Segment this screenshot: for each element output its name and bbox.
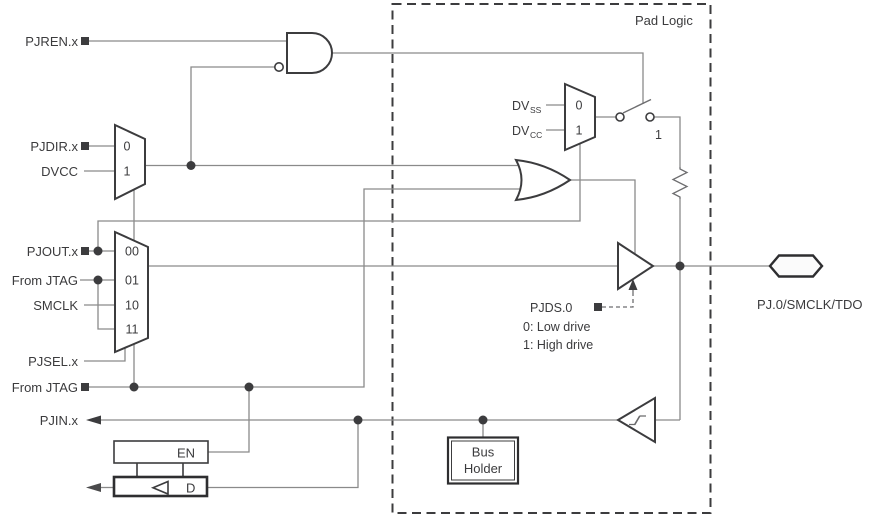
out-mux-input-01: 01 xyxy=(125,274,139,288)
junction-dot-pjout xyxy=(93,246,103,256)
label-pjsel: PJSEL.x xyxy=(28,354,78,369)
label-pjin: PJIN.x xyxy=(40,413,79,428)
pad-hexagon xyxy=(768,254,824,278)
label-pjds-note0: 0: Low drive xyxy=(523,320,590,334)
wire-switch-to-resistor xyxy=(654,116,681,167)
or-gate xyxy=(514,158,572,202)
junction-dot-fromjtag-select xyxy=(129,382,139,392)
bus-holder-line2: Holder xyxy=(464,461,503,476)
bus-holder-inner-border xyxy=(451,440,515,481)
pjin-arrowhead-icon xyxy=(86,415,101,425)
terminal-square-fromjtag xyxy=(81,383,89,391)
pullup-resistor xyxy=(671,167,689,199)
latch-en-label: EN xyxy=(177,446,195,461)
terminal-square-pjren xyxy=(81,37,89,45)
inverter-bubble-icon xyxy=(273,61,284,72)
label-pjren: PJREN.x xyxy=(25,34,78,49)
pad-name-label: PJ.0/SMCLK/TDO xyxy=(757,297,862,312)
junction-dot-fromjtag-en xyxy=(244,382,254,392)
label-fromjtag-top: From JTAG xyxy=(12,273,78,288)
junction-dot-busholder xyxy=(478,415,488,425)
junction-dot-pad-node xyxy=(675,261,685,271)
junction-dot-pjin-d xyxy=(353,415,363,425)
switch-arm-icon xyxy=(622,98,652,114)
pad-logic-title: Pad Logic xyxy=(635,13,693,28)
wire-and-lower-input xyxy=(190,66,275,166)
label-smclk: SMCLK xyxy=(33,298,78,313)
bus-holder-line1: Bus xyxy=(472,445,495,460)
and-gate xyxy=(286,32,333,74)
wire-en-d-stubs xyxy=(136,463,184,477)
wire-pjout-pullmux-select xyxy=(97,144,581,251)
wire-and-output-switch-control xyxy=(332,52,644,104)
pjds-arrowhead-icon xyxy=(628,279,638,290)
bus-holder-box xyxy=(446,436,520,485)
pull-mux-input-0: 0 xyxy=(576,99,583,113)
wire-fromjtag-to-11 xyxy=(97,280,116,330)
switch-contact-left-icon xyxy=(615,112,625,122)
terminal-square-pjdir xyxy=(81,142,89,150)
label-dvcc-sub: CC xyxy=(530,130,542,140)
junction-dot-dirmux-out xyxy=(186,161,196,170)
label-dvcc-prefix: DV xyxy=(512,124,530,138)
wire-pjsel-select xyxy=(84,348,126,362)
label-dvcc: DVCC xyxy=(41,164,78,179)
dir-mux-input-0: 0 xyxy=(124,140,131,154)
label-pjds: PJDS.0 xyxy=(530,301,572,315)
en-latch-box xyxy=(113,440,209,464)
wire-fromjtag-to-en xyxy=(208,387,250,453)
pjds-dashed-line xyxy=(602,296,634,308)
label-pjds-note1: 1: High drive xyxy=(523,338,593,352)
d-latch-box xyxy=(112,475,209,498)
latch-d-label: D xyxy=(186,481,195,496)
terminal-square-pjds xyxy=(594,303,602,311)
pad-logic-border xyxy=(391,3,712,514)
dir-mux xyxy=(114,123,146,201)
label-pjout: PJOUT.x xyxy=(27,244,79,259)
label-pjdir: PJDIR.x xyxy=(30,139,78,154)
clock-triangle-icon xyxy=(150,480,169,496)
wire-or-to-driver-enable xyxy=(570,179,636,254)
out-mux-input-00: 00 xyxy=(125,245,139,259)
terminal-square-pjout xyxy=(81,247,89,255)
wire-pjin-to-d-input xyxy=(207,420,359,489)
hysteresis-icon xyxy=(629,415,646,426)
out-mux xyxy=(114,230,149,354)
d-output-arrowhead-icon xyxy=(86,483,101,492)
label-dvss-prefix: DV xyxy=(512,99,530,113)
output-driver xyxy=(617,241,655,291)
out-mux-input-10: 10 xyxy=(125,299,139,313)
switch-contact-right-icon xyxy=(645,112,655,122)
pull-mux xyxy=(564,82,596,152)
label-fromjtag-bottom: From JTAG xyxy=(12,380,78,395)
pull-mux-input-1: 1 xyxy=(576,124,583,138)
label-dvss-sub: SS xyxy=(530,105,542,115)
out-mux-input-11: 11 xyxy=(126,323,139,337)
junction-dot-fromjtag-top xyxy=(93,275,103,285)
switch-label-1: 1 xyxy=(655,128,662,142)
dir-mux-input-1: 1 xyxy=(124,165,131,179)
wire-fromjtag-bottom-to-or xyxy=(89,188,522,388)
